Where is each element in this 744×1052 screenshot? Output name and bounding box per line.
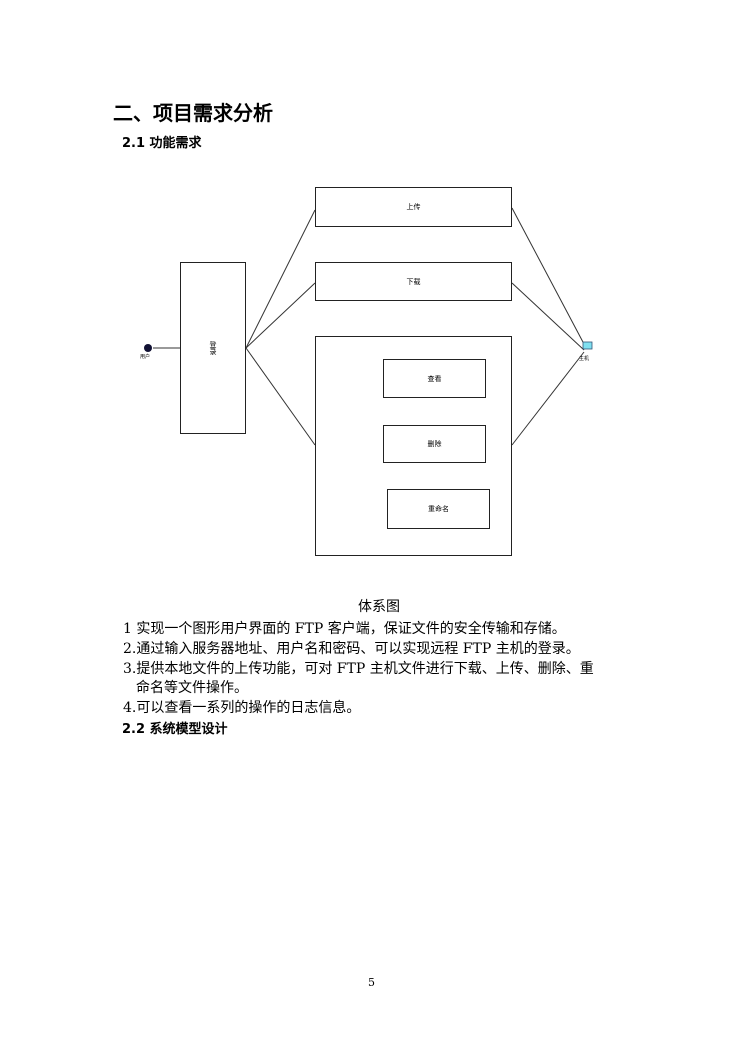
list-item: 3.提供本地文件的上传功能，可对 FTP 主机文件进行下载、上传、删除、重 (123, 661, 594, 677)
host-label: 主机 (579, 356, 590, 362)
download-box: 下载 (315, 262, 512, 301)
user-label: 用户 (140, 354, 151, 360)
section-heading: 2.1 功能需求 (122, 136, 202, 151)
rename-box: 重命名 (387, 489, 490, 529)
list-item: 命名等文件操作。 (136, 680, 248, 696)
upload-box: 上传 (315, 187, 512, 227)
computer-icon (582, 341, 593, 350)
diagram-connectors (144, 207, 593, 446)
list-item: 1 实现一个图形用户界面的 FTP 客户端，保证文件的安全传输和存储。 (123, 621, 566, 637)
user-actor-icon (144, 344, 152, 352)
delete-box: 删除 (383, 425, 486, 463)
login-box: 登录 (180, 262, 246, 434)
list-item: 2.通过输入服务器地址、用户名和密码、可以实现远程 FTP 主机的登录。 (123, 641, 580, 657)
chapter-heading: 二、项目需求分析 (113, 101, 273, 125)
view-box: 查看 (383, 359, 486, 398)
figure-caption: 体系图 (358, 599, 400, 615)
file-ops-box (315, 336, 512, 556)
section-heading: 2.2 系统模型设计 (122, 722, 228, 737)
list-item: 4.可以查看一系列的操作的日志信息。 (123, 700, 361, 716)
page-number: 5 (368, 976, 375, 989)
